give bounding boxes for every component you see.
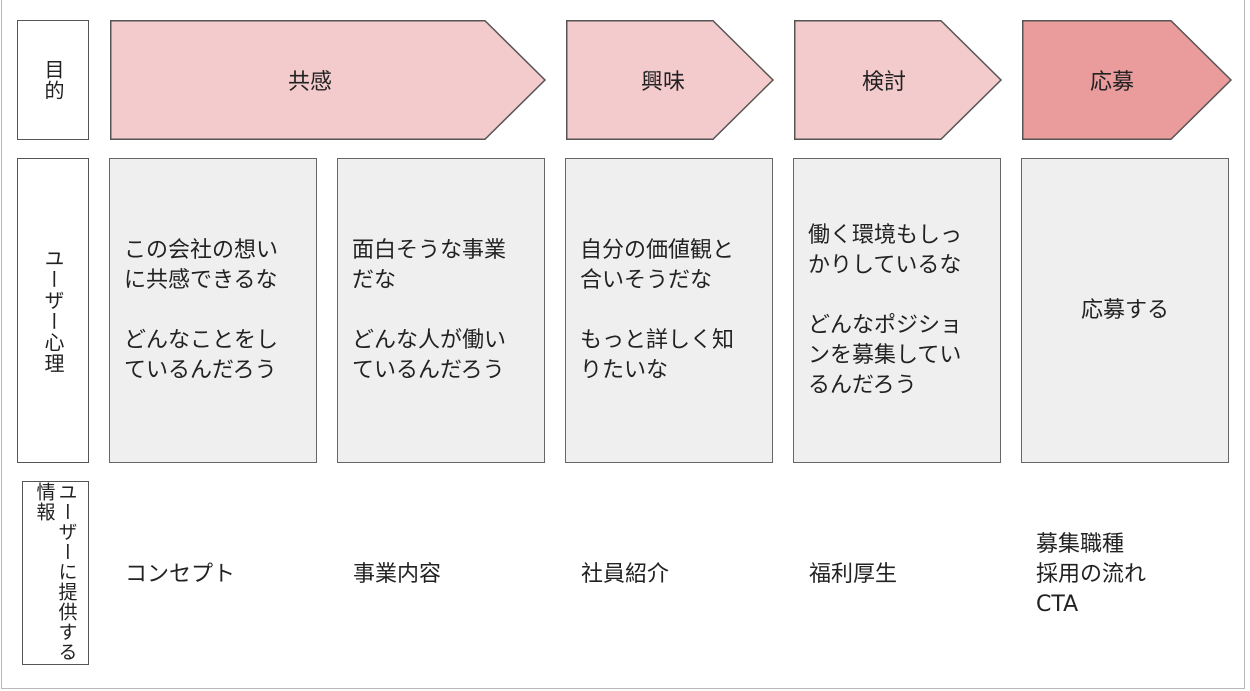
psychology-card-2: 面白そうな事業 だな どんな人が働い ているんだろう [337,158,545,463]
psychology-card-1: この会社の想い に共感できるな どんなことをし ているんだろう [109,158,317,463]
row-label-information-text: ユーザーに提供する情報 [33,482,78,662]
stage-arrow-apply-shape [1022,20,1233,140]
stage-arrow-consider-polygon [794,20,1003,140]
psychology-card-3: 自分の価値観と 合いそうだな もっと詳しく知 りたいな [565,158,773,463]
stage-arrow-apply: 応募 [1022,20,1233,140]
stage-arrow-interest-polygon [566,20,775,140]
stage-arrow-empathy: 共感 [110,20,547,140]
psychology-text-2: 面白そうな事業 だな どんな人が働い ているんだろう [352,237,507,383]
row-label-information: ユーザーに提供する情報 [22,481,89,665]
stage-arrow-consider: 検討 [794,20,1003,140]
psychology-text-4: 働く環境もしっ かりしているな どんなポジショ ンを募集してい るんだろう [808,222,963,398]
psychology-text-1: この会社の想い に共感できるな どんなことをし ているんだろう [124,237,279,383]
stage-arrow-apply-polygon [1022,20,1233,140]
info-item-5: 募集職種 採用の流れ CTA [1036,532,1147,617]
row-label-purpose-text: 目的 [41,59,65,101]
stage-arrow-empathy-shape [110,20,547,140]
stage-arrow-empathy-polygon [110,20,547,140]
row-label-psychology-text: ユーザー心理 [41,247,65,374]
info-item-2: 事業内容 [353,562,442,587]
stage-label-apply: 応募 [1089,70,1134,95]
info-item-4: 福利厚生 [809,562,898,587]
stage-label-interest: 興味 [640,70,685,95]
psychology-card-4: 働く環境もしっ かりしているな どんなポジショ ンを募集してい るんだろう [793,158,1001,463]
psychology-text-5: 応募する [1080,297,1169,323]
stage-label-empathy: 共感 [287,70,332,95]
stage-arrow-interest-shape [566,20,775,140]
row-label-psychology: ユーザー心理 [17,158,89,463]
stage-arrow-interest: 興味 [566,20,775,140]
stage-label-consider: 検討 [861,70,906,95]
info-item-3: 社員紹介 [581,562,670,587]
stage-arrow-consider-shape [794,20,1003,140]
info-item-1: コンセプト [125,562,236,587]
row-label-purpose: 目的 [17,20,89,140]
psychology-card-5: 応募する [1021,158,1229,463]
psychology-text-3: 自分の価値観と 合いそうだな もっと詳しく知 りたいな [580,237,735,383]
